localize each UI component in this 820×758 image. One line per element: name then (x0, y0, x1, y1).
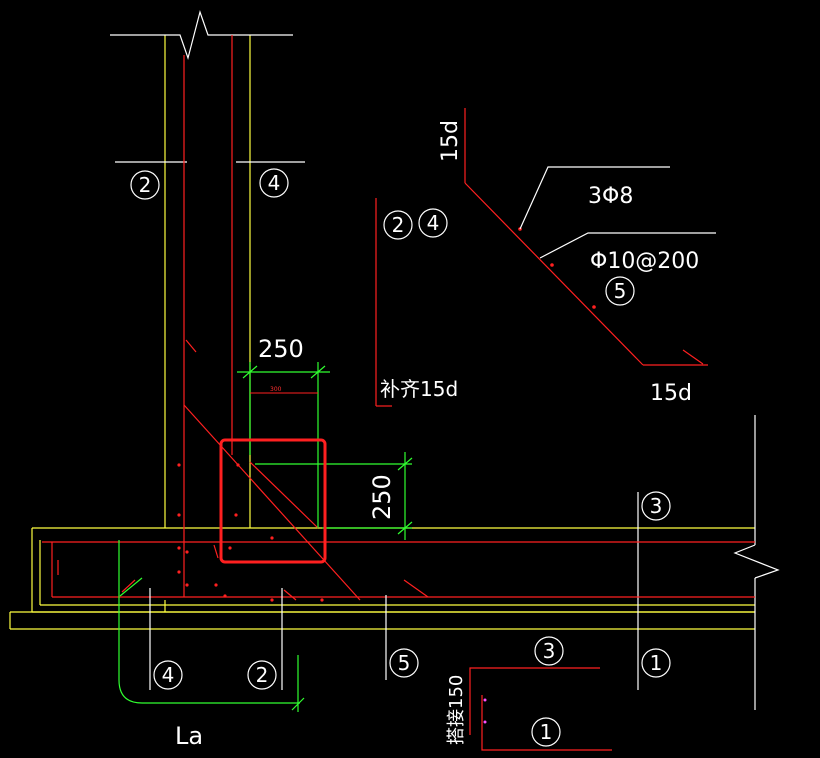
marker-3-right: 3 (641, 491, 671, 521)
marker-5-bottom: 5 (389, 648, 419, 678)
svg-text:3: 3 (650, 494, 663, 518)
svg-text:2: 2 (256, 663, 269, 687)
rebar-phi10-label: Φ10@200 (590, 249, 699, 274)
detail-bar-2-4 (375, 198, 392, 407)
rebar-lines (42, 35, 755, 601)
detail-bar-1-3 (469, 667, 612, 751)
fifteen-d-top-label: 15d (438, 120, 463, 162)
svg-text:4: 4 (268, 171, 281, 195)
detail-bar-5 (464, 108, 708, 366)
break-line-top (110, 9, 305, 163)
svg-text:4: 4 (162, 663, 175, 687)
dim-250-top-label: 250 (258, 335, 304, 363)
svg-text:2: 2 (139, 173, 152, 197)
svg-text:3: 3 (543, 639, 556, 663)
marker-2-mid: 2 (383, 210, 413, 240)
leader-lines (519, 166, 716, 259)
marker-2-top: 2 (130, 170, 160, 200)
marker-4-mid: 4 (418, 208, 448, 238)
lap-dots (483, 698, 487, 724)
rebar-dots (177, 463, 324, 602)
svg-text:4: 4 (427, 211, 440, 235)
svg-text:5: 5 (398, 651, 411, 675)
svg-text:5: 5 (614, 279, 627, 303)
marker-5-right: 5 (605, 276, 635, 306)
marker-1-low: 1 (531, 717, 561, 747)
marker-3-bottom: 3 (534, 636, 564, 666)
dimension-lines (118, 362, 413, 712)
svg-text:1: 1 (650, 651, 663, 675)
la-label: La (175, 722, 203, 750)
break-line-right (637, 415, 780, 710)
marker-leaders (149, 588, 387, 690)
concrete-outline (9, 35, 755, 630)
dim-small-label: 300 (270, 386, 282, 393)
anchor-150-label: 搭接150 (446, 675, 467, 745)
supplement-15d-label: 补齐15d (380, 377, 458, 401)
marker-2-bottom: 2 (247, 660, 277, 690)
marker-1-bottom: 1 (641, 648, 671, 678)
marker-4-top: 4 (259, 168, 289, 198)
dim-250-right-label: 250 (368, 474, 396, 520)
fifteen-d-bottom-label: 15d (650, 381, 692, 406)
detail-bar-5-dots (518, 227, 596, 309)
svg-text:1: 1 (540, 720, 553, 744)
highlight-box[interactable] (219, 438, 327, 564)
marker-4-bottom: 4 (153, 660, 183, 690)
svg-text:2: 2 (392, 213, 405, 237)
rebar-3phi8-label: 3Φ8 (588, 184, 633, 209)
